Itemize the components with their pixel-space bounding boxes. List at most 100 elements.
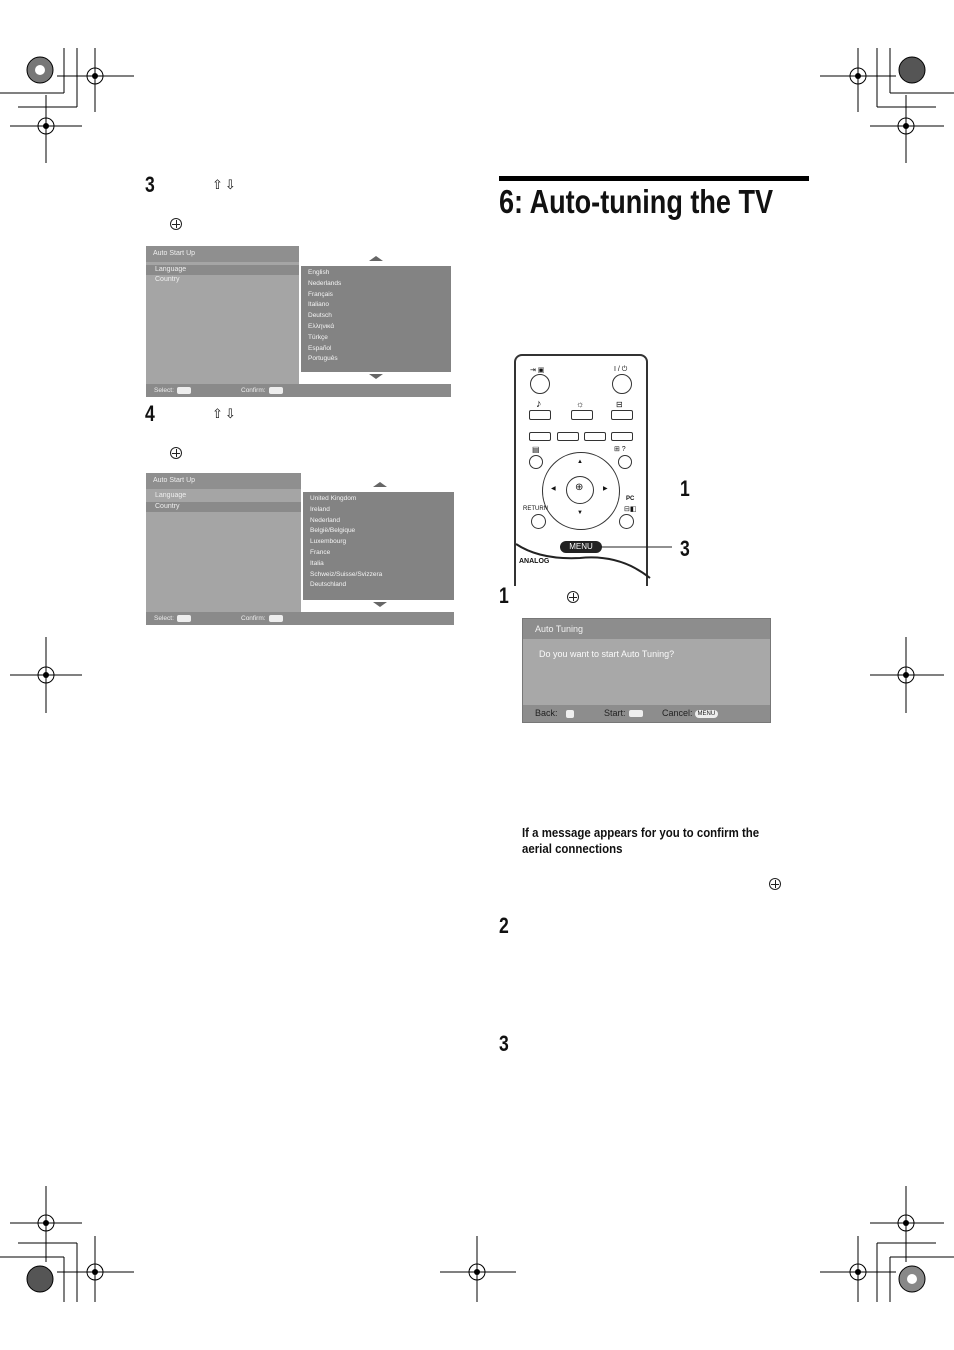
picture-mode-button[interactable]: [571, 410, 593, 420]
pc-button[interactable]: [619, 514, 634, 529]
enter-icon: [170, 447, 182, 459]
menu-row-country[interactable]: Country: [155, 276, 180, 283]
dialog-bottom-bar: Back: Start: Cancel:MENU: [523, 705, 770, 722]
scroll-up-arrow-icon[interactable]: [369, 256, 383, 261]
up-down-button-icon: [176, 386, 191, 394]
return-label: RETURN: [523, 506, 548, 512]
country-item[interactable]: Luxembourg: [310, 538, 347, 546]
country-item[interactable]: Italia: [310, 559, 324, 567]
menu-bottom-bar: Select: Confirm:: [146, 384, 451, 397]
auto-tuning-dialog: Auto Tuning Do you want to start Auto Tu…: [522, 618, 771, 723]
input-button[interactable]: [530, 374, 550, 394]
scroll-down-arrow-icon[interactable]: [373, 602, 387, 607]
dialog-message: Do you want to start Auto Tuning?: [539, 649, 675, 659]
language-item[interactable]: Français: [308, 290, 333, 298]
scroll-up-arrow-icon[interactable]: [373, 482, 387, 487]
enter-icon: [769, 878, 781, 890]
country-list: United Kingdom Ireland Nederland België/…: [303, 492, 454, 600]
back-hint[interactable]: Back:: [535, 705, 574, 722]
step-number-4-left: 4: [145, 401, 155, 426]
scroll-down-arrow-icon[interactable]: [369, 374, 383, 379]
yellow-button[interactable]: [584, 432, 606, 441]
callout-number-3: 3: [680, 536, 690, 561]
picture-mode-icon: ☼: [576, 399, 585, 409]
wide-mode-button[interactable]: [611, 410, 633, 420]
step-number-3-right: 3: [499, 1031, 509, 1056]
enter-button-icon: [628, 710, 643, 718]
up-down-button-icon: [176, 614, 191, 622]
up-icon: ▲: [577, 459, 583, 465]
back-button-icon: [565, 709, 574, 718]
info-icon: ⊞ ?: [614, 446, 626, 453]
power-button[interactable]: [612, 374, 632, 394]
menu-row-country[interactable]: Country: [146, 502, 301, 512]
power-icon: I / ⏻: [614, 366, 628, 373]
heading-rule: [499, 176, 809, 181]
step-number-1: 1: [499, 583, 509, 608]
enter-button-icon: [268, 386, 283, 394]
input-icon: ⇥ ▣: [530, 367, 545, 374]
language-list: English Nederlands Français Italiano Deu…: [301, 266, 451, 372]
menu-row-language[interactable]: Language: [155, 492, 187, 499]
page-title: 6: Auto-tuning the TV: [499, 183, 774, 220]
cancel-hint[interactable]: Cancel:MENU: [662, 705, 719, 722]
language-item[interactable]: Deutsch: [308, 312, 332, 320]
green-button[interactable]: [557, 432, 579, 441]
country-item[interactable]: Nederland: [310, 516, 340, 524]
confirm-hint: Confirm:: [241, 384, 283, 397]
sound-mode-button[interactable]: [529, 410, 551, 420]
menu-title: Auto Start Up: [146, 246, 299, 262]
wide-mode-icon: ⊟: [616, 400, 623, 409]
right-icon: ▶: [603, 486, 608, 492]
auto-start-up-menu-country: Auto Start Up Language Country United Ki…: [146, 473, 454, 625]
enter-icon: ⊕: [575, 482, 584, 493]
menu-left-pane: [146, 473, 301, 612]
menu-bottom-bar: Select: Confirm:: [146, 612, 454, 625]
down-icon: ▼: [577, 510, 583, 516]
auto-start-up-menu-language: Auto Start Up Language Country English N…: [146, 246, 451, 397]
picture-off-icon: ⊟◧: [624, 506, 637, 513]
select-hint: Select:: [154, 612, 191, 625]
enter-button[interactable]: [566, 476, 594, 504]
red-button[interactable]: [529, 432, 551, 441]
remote-callout-lines: [515, 543, 672, 579]
language-item[interactable]: Español: [308, 344, 332, 352]
blue-button[interactable]: [611, 432, 633, 441]
guide-icon: ▤: [532, 445, 540, 454]
country-item[interactable]: France: [310, 548, 331, 556]
step-number-3-left: 3: [145, 172, 155, 197]
aerial-connection-note: If a message appears for you to confirm …: [522, 825, 760, 856]
language-item[interactable]: Italiano: [308, 301, 329, 309]
pc-label: PC: [626, 496, 635, 502]
language-item[interactable]: Ελληνικά: [308, 322, 335, 330]
menu-row-language[interactable]: Language: [146, 265, 299, 275]
enter-button-icon: [268, 614, 283, 622]
start-hint[interactable]: Start:: [604, 705, 643, 722]
menu-button[interactable]: MENU: [560, 541, 602, 553]
up-down-arrow-icons: ⇧⇩: [212, 406, 238, 421]
dialog-title: Auto Tuning: [523, 619, 770, 639]
country-item[interactable]: United Kingdom: [310, 495, 357, 502]
remote-control-illustration: ⇥ ▣ I / ⏻ ♪ ☼ ⊟ ▤ ⊞ ? ▲ ▼ ◀ ▶ ⊕ PC ⊟◧ RE…: [514, 354, 648, 586]
music-note-icon: ♪: [536, 398, 542, 410]
analog-label: ANALOG: [519, 558, 550, 565]
language-item[interactable]: Nederlands: [308, 279, 342, 287]
callout-number-1: 1: [680, 476, 690, 501]
language-item[interactable]: Português: [308, 355, 338, 363]
up-down-arrow-icons: ⇧⇩: [212, 177, 238, 192]
enter-icon: [170, 218, 182, 230]
country-item[interactable]: Schweiz/Suisse/Svizzera: [310, 570, 383, 578]
language-item[interactable]: Türkçe: [308, 333, 328, 341]
step-number-2: 2: [499, 913, 509, 938]
menu-chip: MENU: [694, 709, 719, 718]
country-item[interactable]: België/Belgique: [310, 527, 356, 535]
country-item[interactable]: Deutschland: [310, 581, 347, 589]
info-button[interactable]: [618, 455, 632, 469]
confirm-hint: Confirm:: [241, 612, 283, 625]
language-item[interactable]: English: [308, 269, 330, 276]
select-hint: Select:: [154, 384, 191, 397]
guide-button[interactable]: [529, 455, 543, 469]
country-item[interactable]: Ireland: [310, 505, 330, 513]
return-button[interactable]: [531, 514, 546, 529]
